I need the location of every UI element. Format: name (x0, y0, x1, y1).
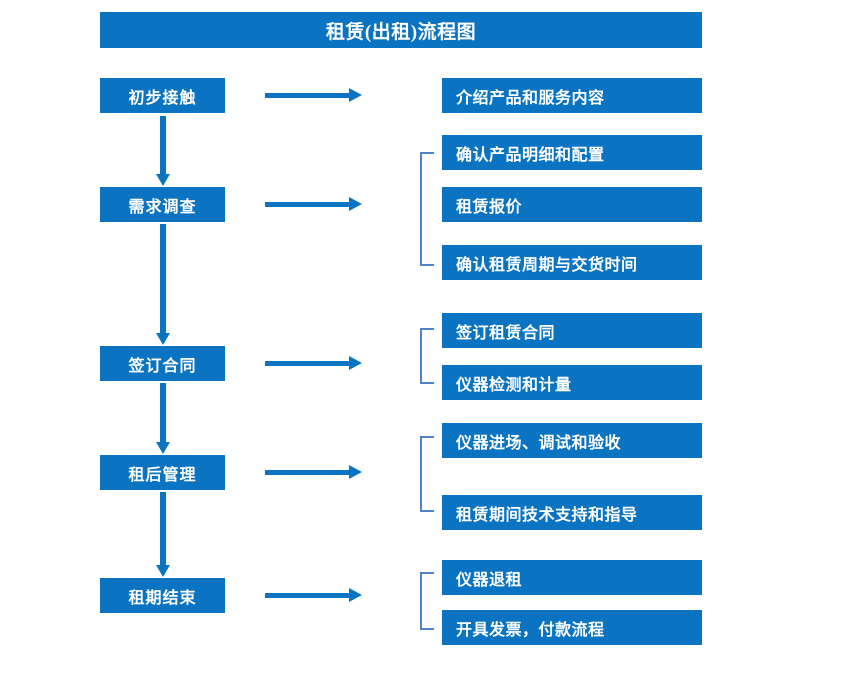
link-arrow-right-4 (265, 465, 362, 479)
arrow-shaft (265, 361, 351, 366)
group-bracket-1 (420, 152, 434, 266)
arrow-shaft (265, 202, 351, 207)
flow-arrow-down-1 (156, 116, 170, 186)
arrow-shaft (160, 116, 166, 174)
arrow-head (156, 565, 170, 577)
arrow-shaft (160, 383, 166, 442)
detail-box-7[interactable]: 仪器进场、调试和验收 (442, 423, 702, 458)
detail-box-2[interactable]: 确认产品明细和配置 (442, 135, 702, 170)
group-bracket-4 (420, 572, 434, 630)
arrow-head (156, 333, 170, 345)
stage-box-5[interactable]: 租期结束 (100, 578, 225, 613)
stage-box-1[interactable]: 初步接触 (100, 78, 225, 113)
detail-box-4[interactable]: 确认租赁周期与交货时间 (442, 245, 702, 280)
detail-box-8[interactable]: 租赁期间技术支持和指导 (442, 495, 702, 530)
arrow-shaft (160, 224, 166, 333)
arrow-head (349, 465, 362, 479)
arrow-shaft (265, 470, 351, 475)
flow-arrow-down-4 (156, 492, 170, 577)
link-arrow-right-2 (265, 197, 362, 211)
arrow-head (156, 174, 170, 186)
group-bracket-3 (420, 436, 434, 512)
stage-box-2[interactable]: 需求调查 (100, 187, 225, 222)
stage-box-3[interactable]: 签订合同 (100, 346, 225, 381)
arrow-head (349, 197, 362, 211)
page-title: 租赁(出租)流程图 (100, 12, 702, 48)
detail-box-5[interactable]: 签订租赁合同 (442, 313, 702, 348)
arrow-shaft (160, 492, 166, 565)
flow-arrow-down-3 (156, 383, 170, 454)
link-arrow-right-1 (265, 88, 362, 102)
detail-box-1[interactable]: 介绍产品和服务内容 (442, 78, 702, 113)
detail-box-9[interactable]: 仪器退租 (442, 560, 702, 595)
arrow-head (349, 588, 362, 602)
link-arrow-right-5 (265, 588, 362, 602)
link-arrow-right-3 (265, 356, 362, 370)
stage-box-4[interactable]: 租后管理 (100, 455, 225, 490)
arrow-head (156, 442, 170, 454)
group-bracket-2 (420, 328, 434, 384)
flow-arrow-down-2 (156, 224, 170, 345)
arrow-head (349, 356, 362, 370)
detail-box-6[interactable]: 仪器检测和计量 (442, 365, 702, 400)
detail-box-3[interactable]: 租赁报价 (442, 187, 702, 222)
arrow-head (349, 88, 362, 102)
detail-box-10[interactable]: 开具发票，付款流程 (442, 610, 702, 645)
arrow-shaft (265, 93, 351, 98)
arrow-shaft (265, 593, 351, 598)
